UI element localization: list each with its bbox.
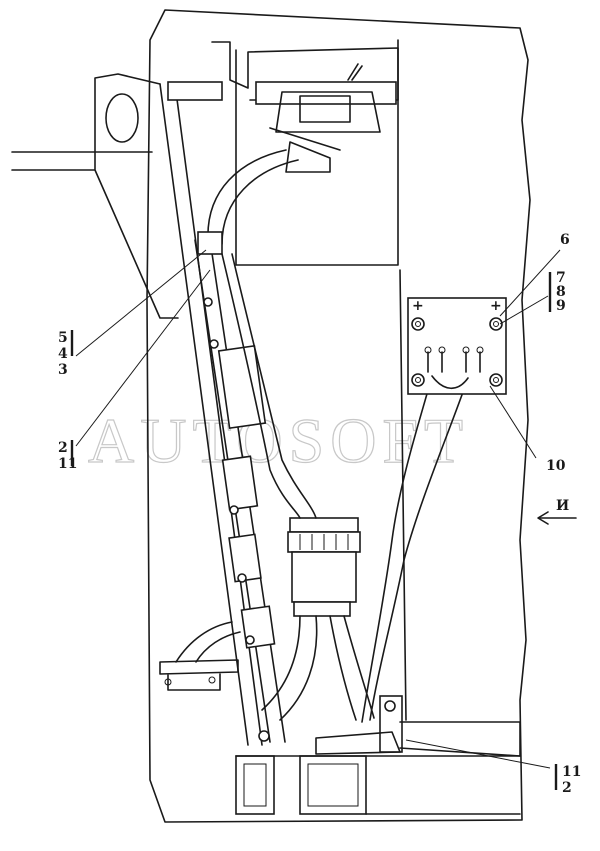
view-marker-label: И (556, 498, 569, 514)
floor-frame (235, 755, 521, 815)
fuse-block (221, 455, 259, 511)
bracket-hole (105, 93, 139, 143)
panel-fasteners (203, 297, 270, 742)
floor-bracket (315, 695, 521, 757)
terminal-block (228, 533, 262, 583)
callout-4: 4 (58, 346, 68, 362)
callout-8: 8 (556, 284, 566, 300)
top-connector (269, 127, 341, 173)
top-housing (211, 41, 399, 101)
callout-9: 9 (556, 298, 566, 314)
top-rail-right (255, 81, 397, 105)
mounting-bracket (11, 73, 179, 319)
callout-2-upper: 2 (58, 440, 68, 456)
cabinet-outline (146, 9, 531, 823)
top-rail-left (167, 81, 223, 101)
plus-sign-left: + (412, 298, 424, 314)
callout-11-upper: 11 (58, 456, 77, 472)
lower-harness (261, 615, 375, 721)
top-switch-body (275, 63, 381, 133)
terminal-plate: + + (407, 297, 507, 395)
plus-sign-right: + (490, 298, 502, 314)
harness-to-connector (221, 253, 317, 519)
side-connector (159, 621, 241, 691)
callout-3: 3 (58, 362, 68, 378)
callout-5: 5 (58, 330, 68, 346)
view-arrow (537, 511, 577, 525)
callout-7: 7 (556, 270, 566, 286)
callout-2-lower: 2 (562, 780, 572, 796)
watermark: AUTOSOFT (88, 405, 469, 476)
callout-6: 6 (560, 232, 570, 248)
callout-11-lower: 11 (562, 764, 581, 780)
main-connector (287, 517, 361, 617)
relay-box (217, 344, 267, 430)
panel-clamp (197, 231, 223, 255)
callout-10: 10 (546, 458, 566, 474)
upper-cable (207, 149, 299, 245)
panel-leads (361, 375, 469, 723)
leader-lines (70, 249, 561, 790)
